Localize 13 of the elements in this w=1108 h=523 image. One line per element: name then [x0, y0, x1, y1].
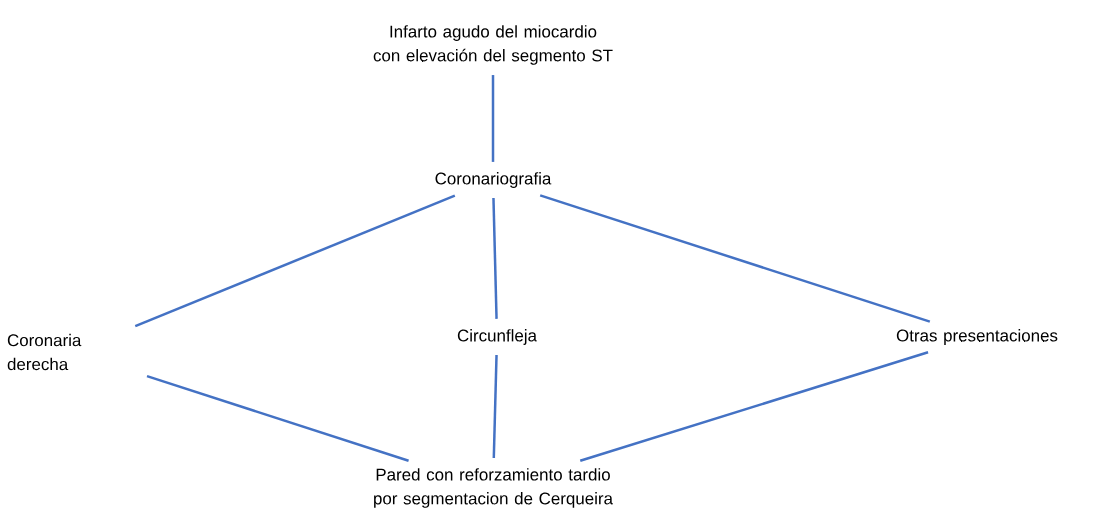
node-label: Infarto agudo del miocardio con elevación del segmento ST — [373, 25, 613, 65]
node-label: Coronaria derecha — [7, 333, 82, 371]
connector-line — [539, 194, 931, 323]
node-label: Otras presentaciones — [896, 329, 1058, 345]
connector-line — [492, 198, 498, 319]
node-label: Circunfleja — [457, 329, 537, 345]
connector-line — [146, 374, 409, 462]
connector-line — [134, 194, 456, 328]
connector-line — [579, 351, 929, 462]
node-label: Pared con reforzamiento tardio por segmentacion de Cerqueira — [374, 468, 613, 508]
connector-line — [491, 75, 495, 162]
connector-line — [492, 355, 498, 458]
node-label: Coronariografia — [435, 172, 552, 188]
